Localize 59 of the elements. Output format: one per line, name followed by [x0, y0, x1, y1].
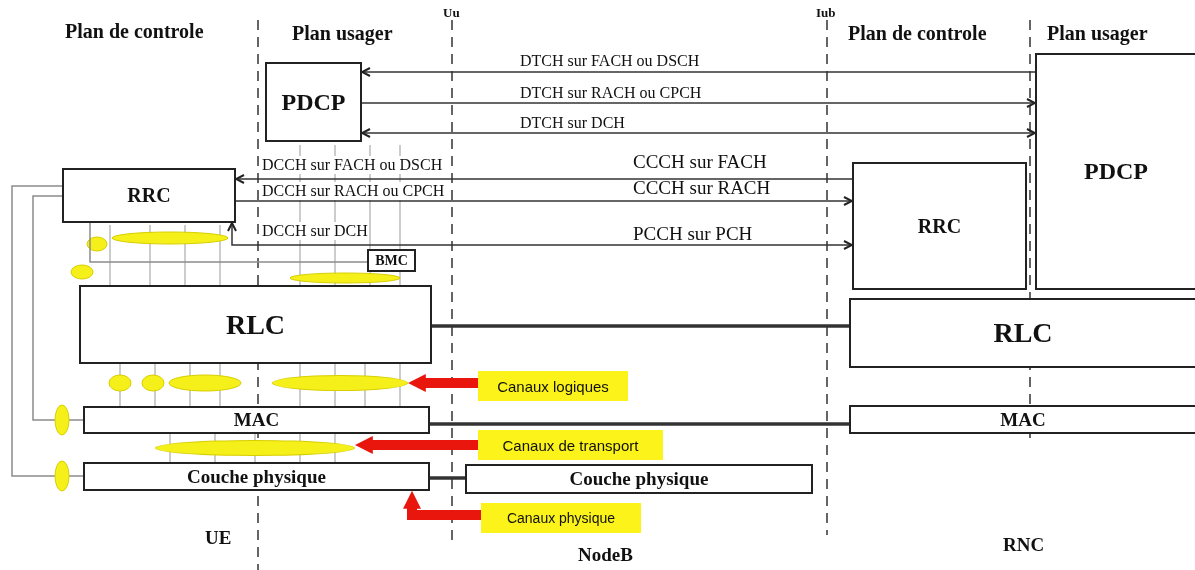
interface-label: Uu — [443, 6, 460, 21]
connector-line — [432, 324, 849, 328]
layer-name: RLC — [993, 317, 1053, 349]
arrow — [227, 222, 853, 250]
layer-name: RLC — [225, 308, 286, 341]
channel-type-tag — [478, 371, 628, 401]
edge-label: DCCH sur FACH ou DSCH — [262, 156, 443, 174]
layer-box — [849, 405, 1195, 434]
layer-name: RRC — [917, 214, 962, 238]
layer-box — [849, 298, 1195, 368]
node-name: NodeB — [578, 545, 633, 566]
plane-heading: Plan de controle — [848, 22, 987, 44]
layer-box — [83, 406, 430, 434]
layer-box — [62, 168, 236, 223]
control-line — [11, 185, 84, 492]
block-arrow — [354, 436, 478, 454]
channel-type-label: Canaux physique — [506, 510, 616, 526]
arrow — [361, 128, 1036, 138]
layer-name: BMC — [375, 252, 408, 269]
interface-label: Iub — [816, 6, 836, 21]
layer-box — [83, 462, 430, 491]
layer-box — [265, 62, 362, 142]
arrow — [361, 67, 1036, 77]
arrow — [361, 98, 1036, 108]
channel-label: CCCH sur FACH — [633, 152, 767, 173]
node-name: RNC — [1003, 535, 1045, 556]
node-name: UE — [205, 528, 232, 549]
arrow — [235, 196, 853, 206]
sap-ellipse — [155, 440, 355, 456]
arrow — [235, 174, 853, 184]
channel-type-label: Canaux de transport — [502, 436, 639, 454]
channel-type-label: Canaux logiques — [497, 377, 609, 395]
layer-name: Couche physique — [187, 465, 326, 488]
control-line — [32, 195, 84, 436]
plane-heading: Plan usager — [292, 22, 393, 44]
layer-name: MAC — [1000, 408, 1046, 431]
layer-name: PDCP — [281, 88, 346, 116]
layer-box — [79, 285, 432, 364]
edge-label: DCCH sur RACH ou CPCH — [262, 182, 445, 200]
layer-box — [465, 464, 813, 494]
connector-line — [89, 222, 368, 263]
block-arrow — [407, 374, 478, 392]
channel-type-tag — [481, 503, 641, 533]
layer-name: RRC — [127, 184, 171, 207]
block-arrow — [403, 490, 481, 520]
edge-label: DCCH sur DCH — [262, 222, 368, 240]
connector-line — [430, 476, 465, 480]
layer-name: Couche physique — [569, 468, 709, 490]
plane-heading: Plan de controle — [65, 20, 204, 42]
layer-box — [1035, 53, 1195, 290]
layer-name: PDCP — [1084, 158, 1148, 185]
channel-label: CCCH sur RACH — [633, 178, 771, 199]
channel-label: PCCH sur PCH — [633, 224, 753, 245]
layer-box — [367, 249, 416, 272]
layer-name: MAC — [233, 409, 280, 431]
plane-heading: Plan usager — [1047, 22, 1148, 44]
layer-box — [852, 162, 1027, 290]
connector-line — [430, 422, 849, 426]
channel-type-tag — [478, 430, 663, 460]
